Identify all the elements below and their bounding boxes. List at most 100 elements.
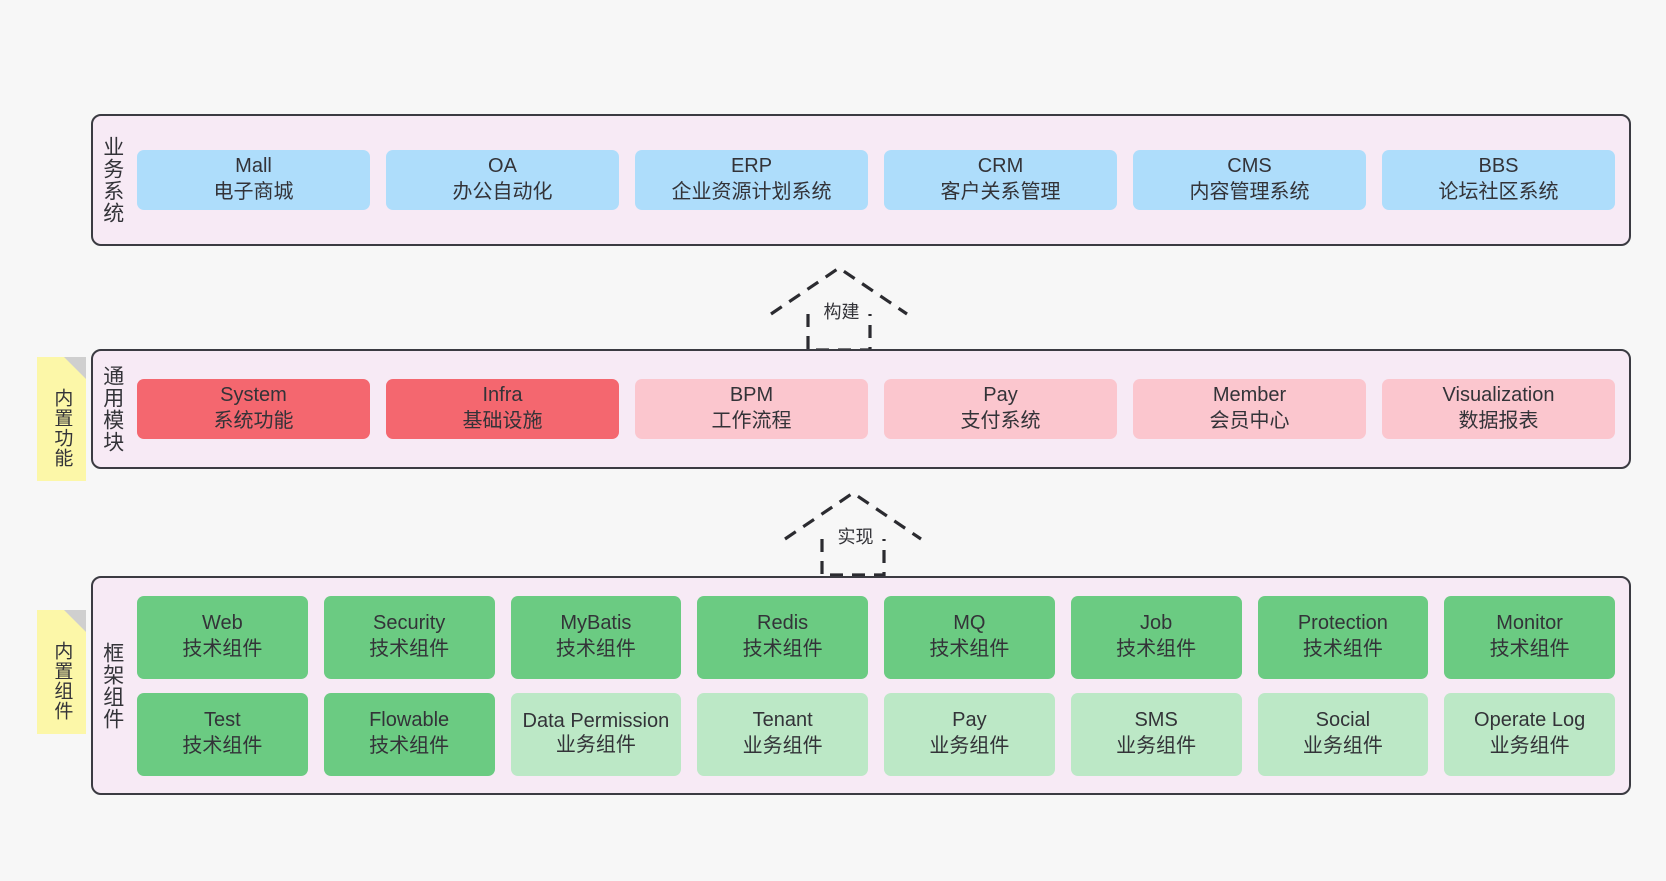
node-subtitle: 客户关系管理: [940, 181, 1061, 203]
node-title: System: [220, 384, 287, 407]
node-title: SMS: [1134, 709, 1178, 732]
node-subtitle: 技术组件: [369, 638, 450, 660]
node-subtitle: 技术组件: [182, 735, 263, 757]
node-subtitle: 企业资源计划系统: [671, 181, 832, 203]
node-title: OA: [488, 155, 517, 178]
node-security[interactable]: Security 技术组件: [323, 595, 495, 679]
node-subtitle: 业务组件: [1116, 735, 1197, 757]
node-protection[interactable]: Protection 技术组件: [1257, 595, 1429, 679]
node-pay-component[interactable]: Pay 业务组件: [884, 692, 1055, 776]
node-title: CRM: [977, 155, 1024, 178]
node-redis[interactable]: Redis 技术组件: [697, 595, 868, 679]
node-title: BPM: [729, 384, 774, 407]
node-oa[interactable]: OA 办公自动化: [386, 150, 619, 210]
node-infra[interactable]: Infra 基础设施: [386, 379, 619, 439]
node-subtitle: 技术组件: [1302, 638, 1383, 660]
node-bbs[interactable]: BBS 论坛社区系统: [1382, 150, 1615, 210]
node-subtitle: 办公自动化: [452, 181, 553, 203]
layer-body-common-modules: System 系统功能 Infra 基础设施 BPM 工作流程 Pay 支付系统…: [131, 351, 1629, 467]
node-row: Test 技术组件 Flowable 技术组件 Data Permission …: [137, 692, 1615, 776]
node-subtitle: 技术组件: [929, 638, 1010, 660]
node-mybatis[interactable]: MyBatis 技术组件: [510, 595, 682, 679]
layer-label-business-systems: 业务系统: [100, 136, 124, 224]
sticky-note-builtin-components[interactable]: 内置组件: [37, 610, 86, 734]
node-title: Web: [201, 612, 243, 635]
node-sms[interactable]: SMS 业务组件: [1070, 692, 1242, 776]
node-test[interactable]: Test 技术组件: [137, 692, 308, 776]
node-title: CMS: [1227, 155, 1272, 178]
connector-label-implement: 实现: [836, 523, 875, 549]
node-subtitle: 会员中心: [1209, 410, 1290, 432]
node-mq[interactable]: MQ 技术组件: [884, 595, 1055, 679]
node-row: Web 技术组件 Security 技术组件 MyBatis 技术组件 Redi…: [137, 595, 1615, 679]
node-subtitle: 技术组件: [1489, 638, 1570, 660]
node-subtitle: 论坛社区系统: [1438, 181, 1559, 203]
node-row: System 系统功能 Infra 基础设施 BPM 工作流程 Pay 支付系统…: [137, 379, 1615, 439]
layer-common-modules[interactable]: 通用模块 System 系统功能 Infra 基础设施 BPM 工作流程 Pay…: [91, 349, 1631, 469]
node-title: Redis: [757, 612, 809, 635]
node-title: BBS: [1478, 155, 1519, 178]
dashed-generalization-arrow-icon: [784, 491, 922, 577]
connector-implement: 实现: [774, 487, 934, 577]
node-monitor[interactable]: Monitor 技术组件: [1444, 595, 1615, 679]
note-fold-corner-icon: [64, 357, 86, 379]
sticky-note-label: 内置功能: [51, 388, 73, 468]
node-subtitle: 数据报表: [1458, 410, 1539, 432]
node-title: Monitor: [1496, 612, 1563, 635]
node-title: Flowable: [369, 709, 450, 732]
node-title: Test: [204, 709, 241, 732]
node-subtitle: 业务组件: [1302, 735, 1383, 757]
layer-body-business-systems: Mall 电子商城 OA 办公自动化 ERP 企业资源计划系统 CRM 客户关系…: [131, 116, 1629, 244]
node-visualization[interactable]: Visualization 数据报表: [1382, 379, 1615, 439]
node-member[interactable]: Member 会员中心: [1133, 379, 1366, 439]
node-subtitle: 技术组件: [555, 638, 636, 660]
node-subtitle: 技术组件: [182, 638, 263, 660]
node-flowable[interactable]: Flowable 技术组件: [323, 692, 495, 776]
node-title: Member: [1212, 384, 1287, 407]
node-subtitle: 工作流程: [711, 410, 792, 432]
sticky-note-label: 内置组件: [51, 641, 73, 721]
layer-business-systems[interactable]: 业务系统 Mall 电子商城 OA 办公自动化 ERP 企业资源计划系统 CRM…: [91, 114, 1631, 246]
layer-label-framework-components: 框架组件: [100, 641, 124, 730]
node-subtitle: 技术组件: [742, 638, 823, 660]
node-title: Tenant: [752, 709, 813, 732]
node-subtitle: 技术组件: [1116, 638, 1197, 660]
layer-label-common-modules: 通用模块: [100, 365, 124, 453]
connector-label-build: 构建: [822, 298, 861, 324]
node-title: Pay: [952, 709, 987, 732]
node-subtitle: 业务组件: [929, 735, 1010, 757]
node-system[interactable]: System 系统功能: [137, 379, 370, 439]
node-row: Mall 电子商城 OA 办公自动化 ERP 企业资源计划系统 CRM 客户关系…: [137, 150, 1615, 210]
node-title: Infra: [482, 384, 523, 407]
node-web[interactable]: Web 技术组件: [137, 595, 308, 679]
node-operate-log[interactable]: Operate Log 业务组件: [1444, 692, 1615, 776]
connector-build: 构建: [760, 262, 920, 352]
node-title: Operate Log: [1474, 709, 1586, 732]
node-bpm[interactable]: BPM 工作流程: [635, 379, 868, 439]
node-title: Data Permission: [522, 710, 670, 733]
sticky-note-builtin-features[interactable]: 内置功能: [37, 357, 86, 481]
node-cms[interactable]: CMS 内容管理系统: [1133, 150, 1366, 210]
note-fold-corner-icon: [64, 610, 86, 632]
node-title: Security: [373, 612, 446, 635]
node-title: Mall: [235, 155, 272, 178]
node-data-permission[interactable]: Data Permission 业务组件: [510, 692, 682, 776]
node-job[interactable]: Job 技术组件: [1070, 595, 1242, 679]
node-title: ERP: [730, 155, 773, 178]
node-title: Social: [1315, 709, 1371, 732]
node-title: MQ: [953, 612, 986, 635]
node-subtitle: 电子商城: [213, 181, 294, 203]
node-title: Protection: [1297, 612, 1388, 635]
node-crm[interactable]: CRM 客户关系管理: [884, 150, 1117, 210]
node-tenant[interactable]: Tenant 业务组件: [697, 692, 868, 776]
node-pay-module[interactable]: Pay 支付系统: [884, 379, 1117, 439]
node-erp[interactable]: ERP 企业资源计划系统: [635, 150, 868, 210]
node-subtitle: 业务组件: [1489, 735, 1570, 757]
layer-body-framework-components: Web 技术组件 Security 技术组件 MyBatis 技术组件 Redi…: [131, 578, 1629, 793]
node-subtitle: 支付系统: [960, 410, 1041, 432]
layer-framework-components[interactable]: 框架组件 Web 技术组件 Security 技术组件 MyBatis 技术组件…: [91, 576, 1631, 795]
node-social[interactable]: Social 业务组件: [1257, 692, 1429, 776]
node-title: MyBatis: [560, 612, 632, 635]
node-mall[interactable]: Mall 电子商城: [137, 150, 370, 210]
